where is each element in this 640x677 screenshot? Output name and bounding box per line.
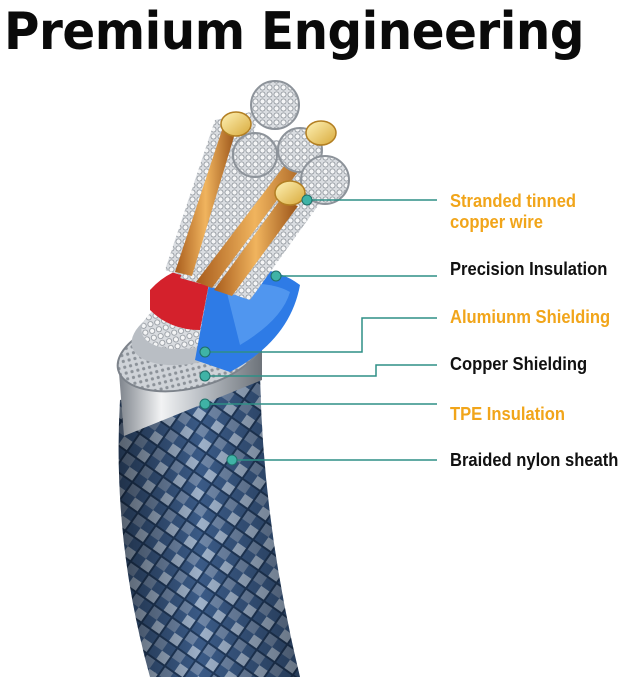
dot-tpe-insulation — [199, 398, 211, 410]
label-line-1: Alumiunm Shielding — [450, 307, 611, 327]
braided-sheath — [118, 370, 300, 677]
dot-copper-shielding — [199, 370, 211, 382]
label-tpe-insulation: TPE Insulation — [450, 404, 625, 425]
label-copper-shielding: Copper Shielding — [450, 354, 625, 375]
label-line-1: TPE Insulation — [450, 404, 566, 424]
leader-line-aluminium-shielding — [205, 317, 437, 353]
dot-aluminium-shielding — [199, 346, 211, 358]
label-line-1: Copper Shielding — [450, 354, 588, 374]
label-aluminium-shielding: Alumiunm Shielding — [450, 307, 625, 328]
label-braided-nylon-sheath: Braided nylon sheath — [450, 450, 625, 471]
page-title: Premium Engineering — [4, 2, 585, 62]
label-stranded-tinned-copper-wire: Stranded tinned copper wire — [450, 191, 625, 233]
label-line-1: Stranded tinned — [450, 191, 577, 211]
label-line-1: Precision Insulation — [450, 259, 608, 279]
leader-dots — [199, 194, 313, 466]
label-line-2: copper wire — [450, 212, 543, 232]
stranded-wires — [165, 80, 350, 300]
dot-precision-insulation — [270, 270, 282, 282]
label-precision-insulation: Precision Insulation — [450, 259, 625, 280]
leader-line-copper-shielding — [205, 364, 437, 377]
dot-braided-sheath — [226, 454, 238, 466]
dot-stranded-wire — [301, 194, 313, 206]
precision-insulation — [150, 266, 300, 372]
leader-lines — [205, 199, 437, 461]
label-line-1: Braided nylon sheath — [450, 450, 619, 470]
